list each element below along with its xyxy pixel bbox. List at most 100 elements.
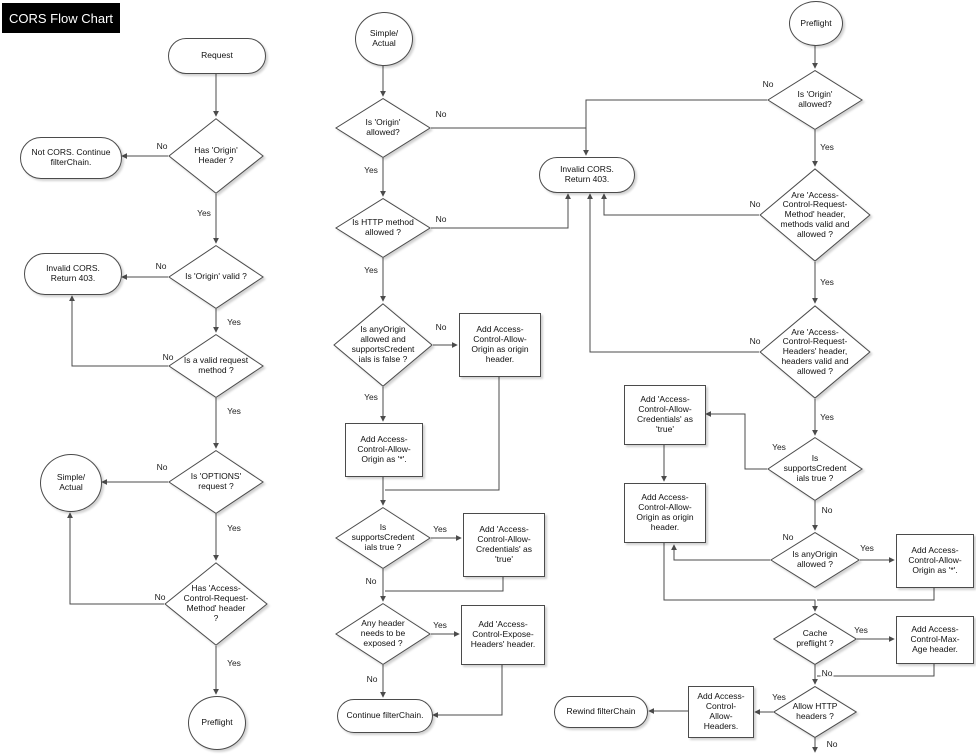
terminator-invalid-cors-left: Invalid CORS. Return 403.: [24, 253, 122, 295]
node-label: Preflight: [201, 717, 233, 728]
node-label: Add Access- Control-Allow- Origin as ori…: [636, 492, 694, 532]
decision-is-origin-valid: Is 'Origin' valid ?: [168, 245, 264, 309]
process-add-acao-origin-mid: Add Access- Control-Allow- Origin as ori…: [459, 313, 541, 377]
decision-supports-credentials-right: Is supportsCredent ials true ?: [767, 437, 863, 501]
decision-supports-credentials-mid: Is supportsCredent ials true ?: [335, 507, 431, 569]
node-label: Add 'Access- Control-Allow- Credentials'…: [476, 524, 532, 564]
edge-label-yes: Yes: [363, 164, 379, 175]
node-label: Add Access- Control- Allow- Headers.: [697, 691, 745, 731]
decision-has-acrm-header: Has 'Access- Control-Request- Method' he…: [164, 562, 268, 646]
node-label: Cache preflight ?: [796, 628, 834, 648]
edge-label-yes: Yes: [819, 141, 835, 152]
decision-origin-allowed-right: Is 'Origin' allowed?: [767, 70, 863, 130]
node-label: Is anyOrigin allowed and supportsCredent…: [351, 324, 415, 364]
process-add-allow-headers: Add Access- Control- Allow- Headers.: [688, 686, 754, 738]
node-label: Invalid CORS. Return 403.: [560, 164, 614, 184]
edge-label-no: No: [781, 531, 795, 542]
diamond-shape: [333, 303, 433, 387]
edge-label-yes: Yes: [226, 522, 242, 533]
edge-label-yes: Yes: [363, 264, 379, 275]
edge-label-no: No: [155, 140, 169, 151]
decision-http-method-allowed: Is HTTP method allowed ?: [335, 198, 431, 258]
decision-allow-http-headers: Allow HTTP headers ?: [773, 686, 857, 738]
diamond-shape: [773, 686, 857, 738]
connector-simple-actual-mid: Simple/ Actual: [355, 12, 413, 66]
node-label: Add Access- Control-Allow- Origin as ori…: [471, 324, 529, 364]
edge-label-yes: Yes: [226, 316, 242, 327]
node-label: Is 'Origin' valid ?: [185, 271, 247, 282]
node-label: Any header needs to be exposed ?: [360, 618, 406, 648]
node-label: Add 'Access- Control-Expose- Headers' he…: [470, 619, 536, 649]
process-add-expose-headers: Add 'Access- Control-Expose- Headers' he…: [461, 605, 545, 665]
node-label: Add Access- Control-Allow- Origin as '*'…: [357, 434, 411, 464]
diamond-shape: [335, 507, 431, 569]
node-label: Is 'OPTIONS' request ?: [190, 471, 242, 491]
chart-title: CORS Flow Chart: [2, 3, 120, 33]
node-label: Has 'Access- Control-Request- Method' he…: [183, 583, 249, 623]
node-label: Is supportsCredent ials true ?: [351, 522, 415, 552]
node-label: Rewind filterChain: [566, 706, 636, 717]
node-label: Is 'Origin' allowed?: [797, 89, 833, 109]
diamond-shape: [770, 532, 860, 588]
decision-anyorigin-allowed: Is anyOrigin allowed ?: [770, 532, 860, 588]
process-add-acac-true-right: Add 'Access- Control-Allow- Credentials'…: [624, 385, 706, 445]
diamond-shape: [759, 305, 871, 399]
edge-label-yes: Yes: [819, 276, 835, 287]
process-add-acao-star-mid: Add Access- Control-Allow- Origin as '*'…: [345, 423, 423, 477]
edge-label-no: No: [153, 591, 167, 602]
decision-cache-preflight: Cache preflight ?: [773, 613, 857, 665]
edge-label-yes: Yes: [363, 391, 379, 402]
node-label: Are 'Access- Control-Request- Headers' h…: [781, 326, 849, 376]
node-label: Simple/ Actual: [56, 472, 86, 492]
connector-preflight-left: Preflight: [188, 696, 246, 750]
edge-label-no: No: [825, 738, 839, 749]
node-label: Is 'Origin' allowed?: [365, 117, 401, 137]
diamond-shape: [168, 245, 264, 309]
decision-acrh-valid: Are 'Access- Control-Request- Headers' h…: [759, 305, 871, 399]
terminator-request: Request: [168, 38, 266, 74]
edge-label-no: No: [434, 321, 448, 332]
diamond-shape: [335, 603, 431, 665]
node-label: Add Access- Control-Max- Age header.: [910, 624, 960, 654]
process-add-acao-star-right: Add Access- Control-Allow- Origin as '*'…: [896, 534, 974, 588]
edge-label-yes: Yes: [432, 619, 448, 630]
edge-label-no: No: [748, 198, 762, 209]
edge-label-yes: Yes: [432, 523, 448, 534]
diamond-shape: [767, 437, 863, 501]
diamond-shape: [168, 334, 264, 398]
node-label: Add Access- Control-Allow- Origin as '*'…: [908, 545, 962, 575]
edge-label-no: No: [154, 260, 168, 271]
decision-acrm-valid: Are 'Access- Control-Request- Method' he…: [759, 168, 871, 262]
edge-label-no: No: [155, 461, 169, 472]
node-label: Are 'Access- Control-Request- Method' he…: [780, 189, 850, 239]
node-label: Is anyOrigin allowed ?: [792, 549, 838, 569]
diamond-shape: [164, 562, 268, 646]
decision-is-options-request: Is 'OPTIONS' request ?: [168, 450, 264, 514]
decision-any-header-exposed: Any header needs to be exposed ?: [335, 603, 431, 665]
edge-label-no: No: [364, 575, 378, 586]
diamond-shape: [759, 168, 871, 262]
terminator-rewind-filterchain: Rewind filterChain: [554, 696, 648, 728]
process-add-max-age: Add Access- Control-Max- Age header.: [896, 616, 974, 664]
decision-has-origin-header: Has 'Origin' Header ?: [168, 118, 264, 194]
edge-label-no: No: [434, 213, 448, 224]
edge-label-no: No: [820, 504, 834, 515]
edge-label-no: No: [434, 108, 448, 119]
diamond-shape: [335, 198, 431, 258]
terminator-invalid-cors-mid: Invalid CORS. Return 403.: [539, 157, 635, 193]
node-label: Request: [201, 50, 233, 61]
edge-label-yes: Yes: [226, 405, 242, 416]
process-add-acao-origin-right: Add Access- Control-Allow- Origin as ori…: [624, 483, 706, 543]
terminator-continue-filterchain: Continue filterChain.: [337, 699, 433, 733]
node-label: Not CORS. Continue filterChain.: [31, 147, 111, 167]
diamond-shape: [773, 613, 857, 665]
edge-label-yes: Yes: [771, 691, 787, 702]
edge-label-yes: Yes: [859, 542, 875, 553]
connectors: [67, 44, 935, 753]
edge-label-yes: Yes: [196, 207, 212, 218]
decision-valid-request-method: Is a valid request method ?: [168, 334, 264, 398]
node-label: Allow HTTP headers ?: [792, 701, 838, 721]
decision-anyorigin-credentials-false: Is anyOrigin allowed and supportsCredent…: [333, 303, 433, 387]
decision-origin-allowed-mid: Is 'Origin' allowed?: [335, 98, 431, 158]
